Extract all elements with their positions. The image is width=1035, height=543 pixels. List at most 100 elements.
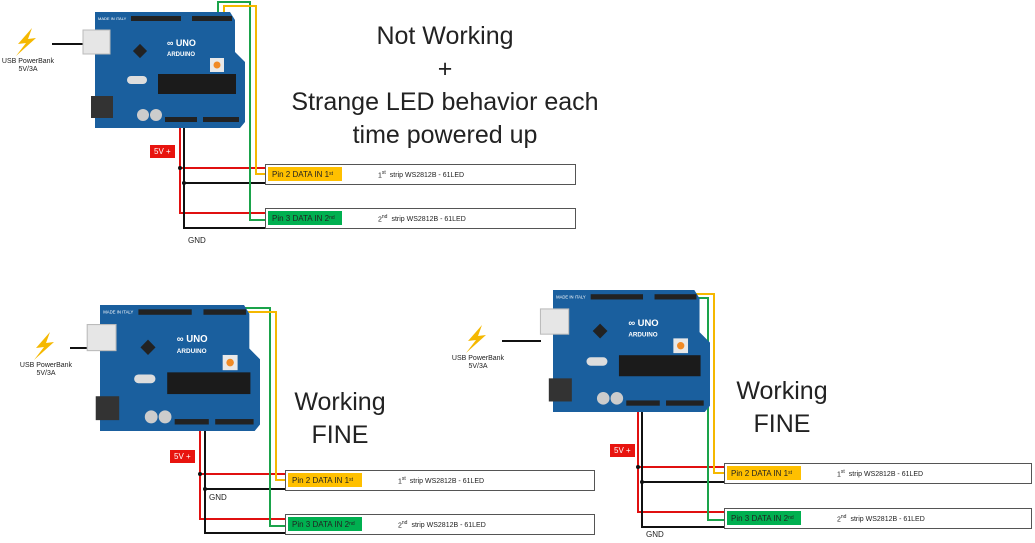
- caption-line: +: [437, 55, 453, 83]
- header-top-right: [203, 309, 247, 315]
- board-pcb: [100, 305, 260, 431]
- strip-ordinal-sup: st: [401, 476, 406, 482]
- junction-dot: [182, 181, 186, 185]
- header-top-left: [138, 309, 192, 315]
- pin-label-text: Pin 3 DATA IN 2: [731, 513, 789, 523]
- caption-line: Strange LED behavior each: [291, 88, 599, 116]
- power-bank-name: USB PowerBank: [1, 58, 55, 65]
- strip-ordinal-sup: nd: [401, 520, 408, 526]
- board-brand-logo: ∞ UNO: [628, 318, 658, 329]
- atmega-chip: [158, 74, 236, 94]
- pin-label-text: Pin 3 DATA IN 2: [272, 213, 330, 223]
- pin-label-sup: st: [788, 470, 792, 476]
- power-bank-name: USB PowerBank: [19, 362, 73, 369]
- pin-label-text: Pin 2 DATA IN 1: [272, 169, 330, 179]
- header-power: [174, 419, 209, 425]
- atmega-chip: [167, 372, 251, 395]
- strip-desc: strip WS2812B - 61LED: [411, 522, 486, 530]
- strip-desc: strip WS2812B - 61LED: [391, 216, 466, 224]
- wire-gnd: [204, 423, 285, 534]
- board-made-text: MADE IN ITALY: [556, 294, 586, 299]
- crystal: [586, 357, 608, 366]
- caption-line: FINE: [753, 410, 811, 438]
- strip-desc: strip WS2812B - 61LED: [409, 478, 485, 486]
- power-jack: [91, 96, 113, 118]
- strip-ordinal: 2: [398, 522, 402, 530]
- crystal: [127, 76, 147, 84]
- power-jack: [548, 378, 572, 402]
- strip-ordinal: 2: [837, 516, 841, 524]
- board-brand-text: ARDUINO: [628, 331, 657, 338]
- wire-gnd: [641, 404, 724, 528]
- 5v-label: 5V +: [610, 444, 635, 457]
- power-bank-spec: 5V/3A: [36, 370, 56, 377]
- wire-5v: [199, 423, 285, 520]
- capacitor: [596, 392, 610, 405]
- wire-gnd: [183, 120, 265, 229]
- header-power: [626, 400, 660, 406]
- reset-button-cap: [677, 342, 685, 350]
- lightning-bolt-icon: [34, 332, 54, 360]
- lightning-bolt-icon: [16, 28, 36, 56]
- board-pcb: [553, 290, 710, 412]
- board-brand-logo: ∞ UNO: [177, 334, 208, 345]
- power-bank-name: USB PowerBank: [451, 355, 505, 362]
- junction-dot: [640, 480, 644, 484]
- caption-line: FINE: [311, 421, 369, 449]
- power-bank-spec: 5V/3A: [468, 363, 488, 370]
- header-power: [165, 117, 197, 122]
- capacitor: [137, 109, 149, 121]
- pin-label-sup: nd: [788, 515, 794, 521]
- pin-label-sup: st: [329, 171, 333, 177]
- junction-dot: [203, 487, 207, 491]
- gnd-label: GND: [209, 493, 227, 502]
- wire-5v: [179, 120, 265, 214]
- caption-line: Working: [294, 388, 386, 416]
- strip-desc: strip WS2812B - 61LED: [848, 471, 924, 479]
- 5v-label: 5V +: [150, 145, 175, 158]
- header-top-right: [654, 294, 697, 300]
- strip-ordinal-sup: nd: [381, 214, 388, 220]
- strip-ordinal: 1: [378, 172, 382, 180]
- 5v-label: 5V +: [170, 450, 195, 463]
- capacitor: [144, 410, 158, 424]
- caption-line: time powered up: [352, 121, 538, 149]
- pin-label-sup: nd: [349, 521, 355, 527]
- pin-label-text: Pin 2 DATA IN 1: [292, 475, 350, 485]
- board-brand-text: ARDUINO: [167, 52, 195, 58]
- strip-ordinal-sup: nd: [840, 514, 847, 520]
- strip-ordinal-sup: st: [381, 170, 386, 176]
- caption-line: Working: [736, 377, 828, 405]
- board-made-text: MADE IN ITALY: [98, 16, 127, 21]
- pin-label-sup: st: [349, 477, 353, 483]
- arduino-uno-board: ∞ UNO ARDUINO MADE IN ITALY: [539, 290, 710, 412]
- lightning-bolt-icon: [466, 325, 486, 353]
- wire-pin3-data: [217, 1, 268, 221]
- header-top-right: [192, 16, 232, 21]
- capacitor: [610, 392, 624, 405]
- power-bank-spec: 5V/3A: [18, 66, 38, 73]
- junction-dot: [178, 166, 182, 170]
